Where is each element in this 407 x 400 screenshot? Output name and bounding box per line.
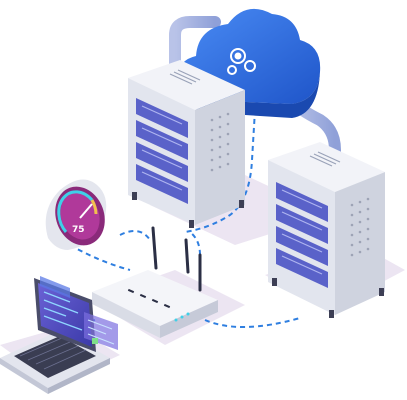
gears-icon	[227, 48, 256, 75]
server-right	[268, 142, 385, 318]
speed-gauge-icon: 75	[45, 179, 107, 250]
laptop-icon	[0, 276, 118, 394]
server-left	[128, 60, 245, 228]
router-icon	[92, 226, 218, 338]
gauge-reading: 75	[72, 225, 85, 235]
